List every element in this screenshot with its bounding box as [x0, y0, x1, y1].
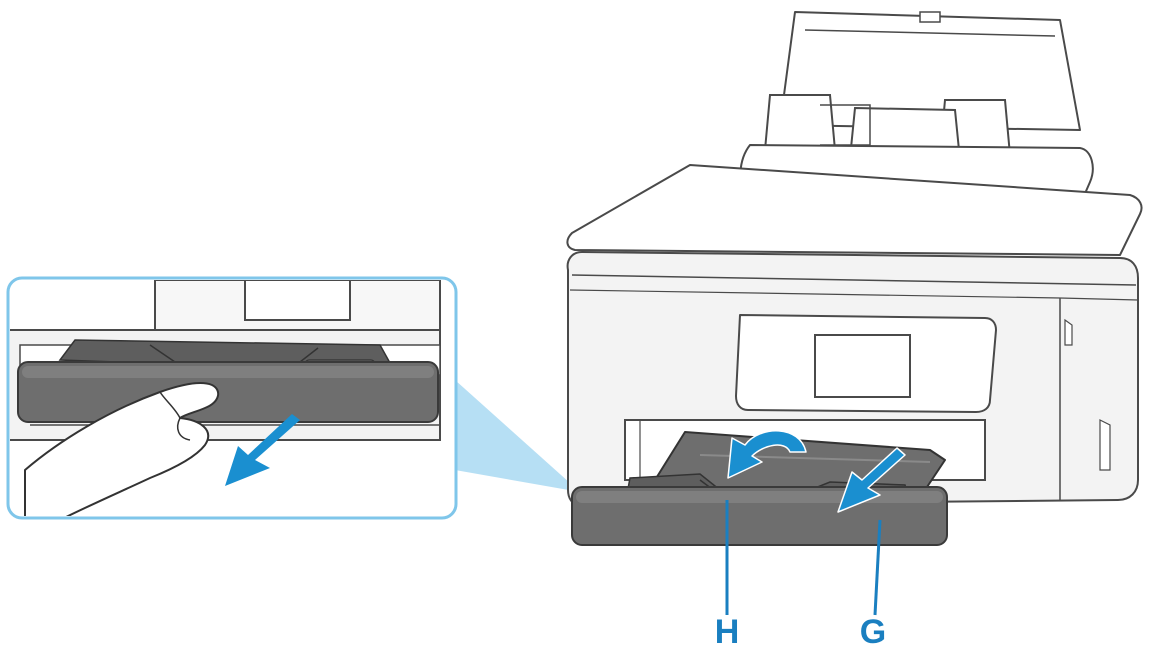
- hand: [24, 382, 220, 516]
- extend-arrow: [837, 447, 906, 513]
- inset-display: [244, 280, 351, 321]
- touch-screen: [814, 334, 911, 398]
- top-cover: [566, 164, 1143, 256]
- pull-arrow: [225, 414, 300, 486]
- callout-g: G: [860, 519, 886, 645]
- flip-arrow: [727, 430, 807, 479]
- callout-h-label: H: [715, 613, 740, 645]
- callout-g-label: G: [860, 613, 886, 645]
- inset-connector: [455, 380, 580, 492]
- callout-h: H: [715, 500, 740, 645]
- printer: [566, 11, 1143, 546]
- callout-g-leader: [873, 519, 882, 616]
- inset-panel: [6, 276, 580, 520]
